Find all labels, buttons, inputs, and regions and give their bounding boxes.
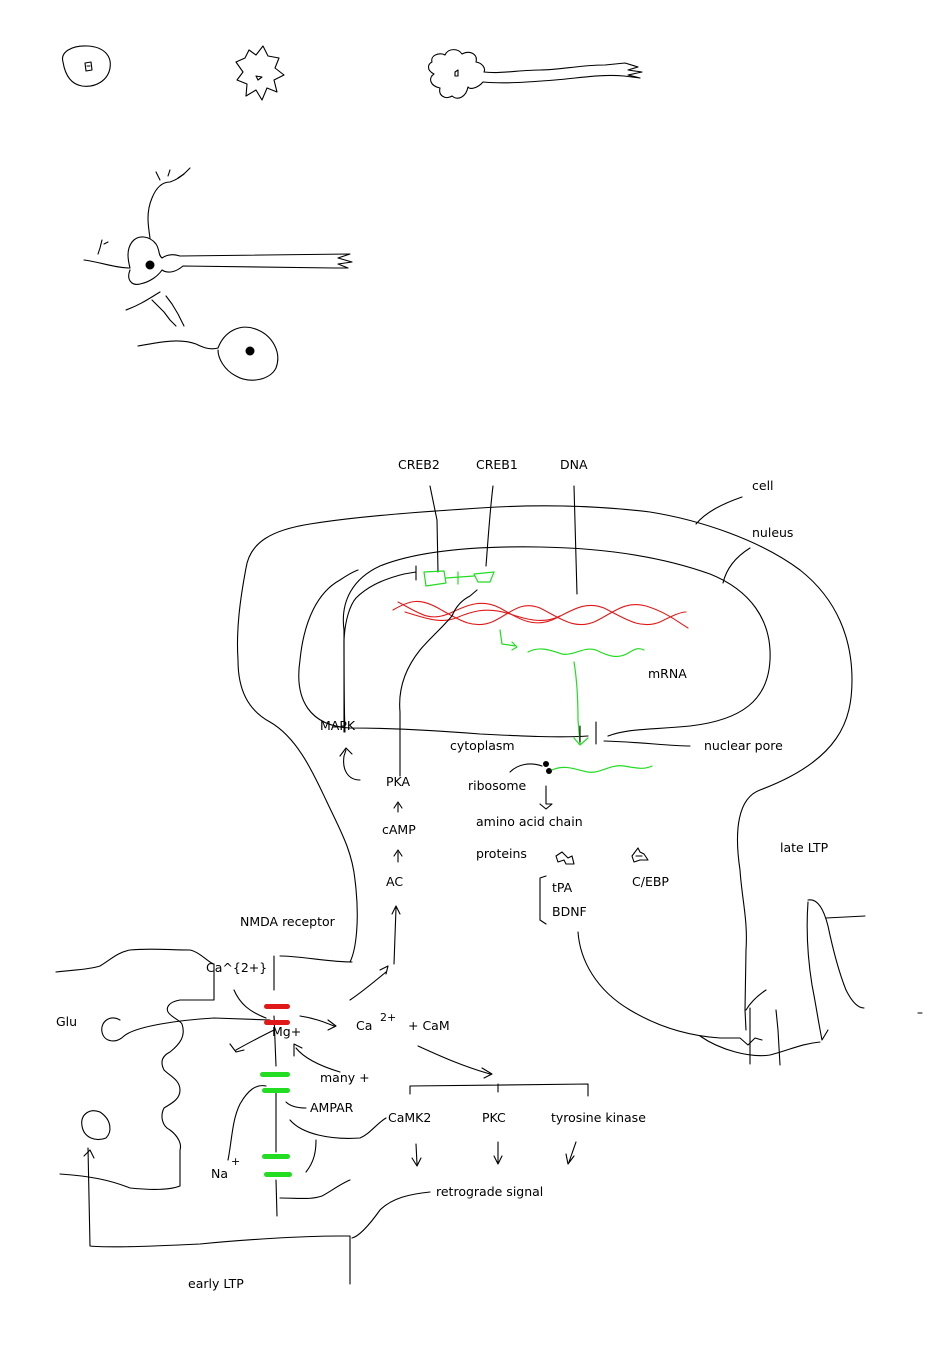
nuclear-pore-label: nuclear pore — [704, 738, 783, 753]
connected-neurons — [83, 167, 353, 381]
na-ion-label: Na — [211, 1166, 229, 1181]
nucleus-dot-1 — [145, 260, 155, 270]
cytoplasm-label: cytoplasm — [450, 738, 515, 753]
mrna-strand — [499, 629, 645, 746]
ampar-label: AMPAR — [310, 1100, 354, 1115]
creb2-label: CREB2 — [398, 457, 440, 472]
camk2-label: CaMK2 — [388, 1110, 432, 1125]
neuron-stage-2 — [235, 45, 285, 101]
cebp-label: C/EBP — [632, 874, 669, 889]
late-ltp-label: late LTP — [780, 840, 829, 855]
many-plus-label: many + — [320, 1070, 370, 1085]
proteins-label: proteins — [476, 846, 527, 861]
retrograde-signal-label: retrograde signal — [436, 1184, 544, 1199]
tpa-label: tPA — [552, 880, 573, 895]
ampar-channel-4 — [264, 1172, 292, 1177]
nucleus-label: nuleus — [752, 525, 794, 540]
neuron-stage-3 — [427, 49, 643, 99]
ca-ion-label: Ca — [356, 1018, 373, 1033]
ampar-channel-1 — [260, 1072, 290, 1077]
mrna-label: mRNA — [648, 666, 687, 681]
nucleus-dot-2 — [245, 346, 255, 356]
creb-complex — [415, 565, 495, 587]
ca-charge-label: 2+ — [380, 1011, 397, 1024]
ribosome-label: ribosome — [468, 778, 527, 793]
tyrosine-kinase-label: tyrosine kinase — [551, 1110, 646, 1125]
nmda-blocker-1 — [264, 1004, 290, 1009]
dna-helix — [392, 600, 689, 629]
nucleus-outline — [298, 546, 771, 738]
ampar-channel-2 — [262, 1088, 290, 1093]
pka-label: PKA — [386, 774, 411, 789]
pkc-label: PKC — [482, 1110, 506, 1125]
protein-shape-2 — [631, 847, 649, 863]
presynaptic-outline — [55, 948, 215, 1190]
ac-label: AC — [386, 874, 404, 889]
nmda-blocker-2 — [264, 1020, 290, 1025]
creb1-label: CREB1 — [476, 457, 518, 472]
early-ltp-label: early LTP — [188, 1276, 244, 1291]
cell-label: cell — [752, 478, 774, 493]
glu-label: Glu — [56, 1014, 78, 1029]
bdnf-label: BDNF — [552, 904, 587, 919]
ampar-channel-3 — [262, 1154, 290, 1159]
cam-label: + CaM — [408, 1018, 450, 1033]
dna-label: DNA — [560, 457, 588, 472]
camp-label: cAMP — [382, 822, 416, 837]
na-charge-label: + — [231, 1155, 241, 1168]
amino-acid-chain-label: amino acid chain — [476, 814, 583, 829]
cell-outline — [236, 505, 853, 1031]
nmda-receptor-label: NMDA receptor — [240, 914, 335, 929]
mg-label: Mg+ — [272, 1024, 302, 1039]
protein-shape-1 — [555, 851, 575, 865]
ribosome-mrna — [509, 761, 653, 774]
neuron-stage-1 — [62, 45, 111, 87]
mapk-label: MAPK — [320, 718, 356, 733]
ca-formula-label: Ca^{2+} — [206, 960, 268, 975]
nuclear-pore-marks — [579, 721, 691, 747]
